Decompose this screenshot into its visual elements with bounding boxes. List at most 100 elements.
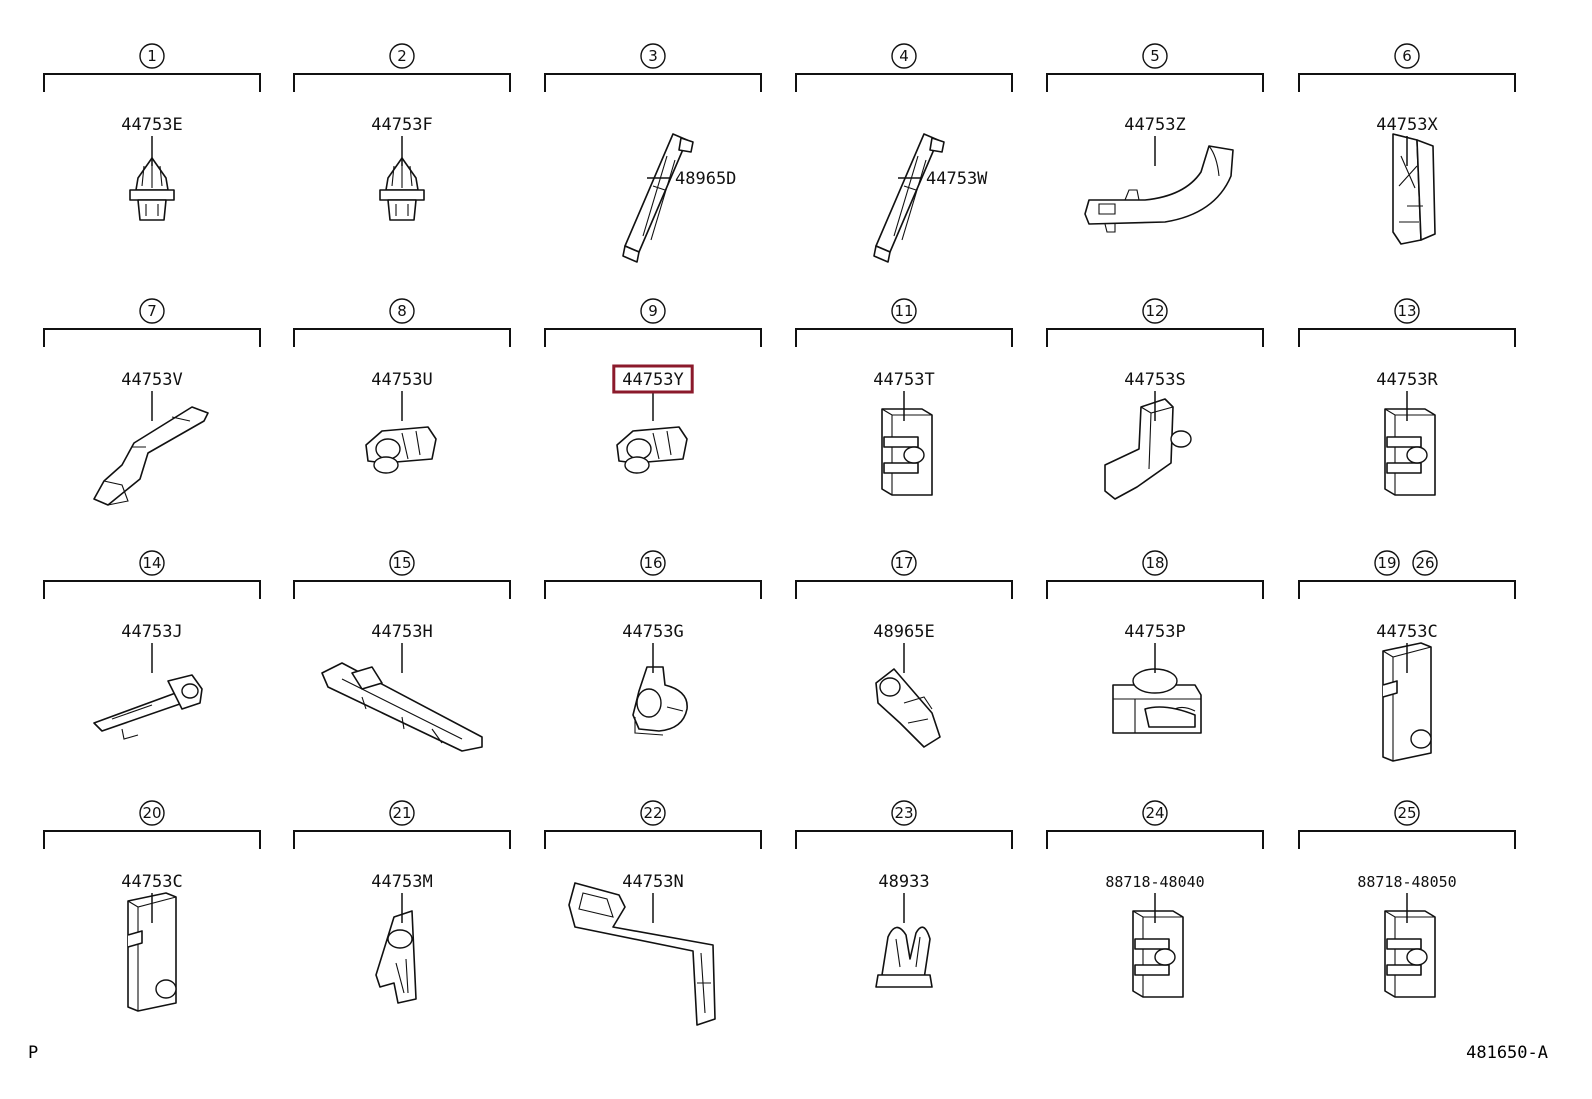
part-number-label[interactable]: 44753G	[622, 622, 683, 642]
callout-number: 23	[894, 804, 913, 822]
cell-5: 5 44753Z	[1046, 43, 1264, 233]
group-bracket	[795, 328, 1013, 347]
part-number-label[interactable]: 88718-48050	[1357, 873, 1456, 891]
callout-circle	[139, 800, 165, 826]
callout-circle	[1374, 550, 1400, 576]
callout-number: 22	[643, 804, 662, 822]
push-clip-icon	[379, 157, 425, 221]
group-bracket	[1046, 328, 1264, 347]
frame-bracket-icon	[568, 882, 716, 1026]
group-bracket	[43, 580, 261, 599]
callout-circle	[139, 43, 165, 69]
double-clip-icon	[616, 426, 688, 474]
callout-circle	[640, 550, 666, 576]
group-bracket	[293, 830, 511, 849]
group-bracket	[1046, 73, 1264, 92]
group-bracket	[43, 830, 261, 849]
part-number-label[interactable]: 48965D	[675, 169, 736, 189]
callout-circle	[1142, 800, 1168, 826]
callout-number: 8	[397, 302, 407, 320]
callout-circle	[389, 800, 415, 826]
callout-number: 18	[1145, 554, 1164, 572]
long-bracket-clamp-icon	[622, 133, 694, 263]
part-number-label[interactable]: 44753H	[371, 622, 432, 642]
part-number-label[interactable]: 48965E	[873, 622, 934, 642]
callout-number: 3	[648, 47, 658, 65]
part-number-label[interactable]: 44753S	[1124, 370, 1185, 390]
callout-circle	[640, 43, 666, 69]
callout-circle	[389, 43, 415, 69]
callout-number: 5	[1150, 47, 1160, 65]
hook-clamp-icon	[375, 910, 417, 1004]
callout-circle	[891, 298, 917, 324]
group-bracket	[293, 328, 511, 347]
group-bracket	[544, 830, 762, 849]
callout-number: 15	[392, 554, 411, 572]
selected-part-highlight	[612, 364, 694, 394]
callout-number: 11	[894, 302, 913, 320]
part-number-label[interactable]: 48933	[878, 872, 929, 892]
part-number-label[interactable]: 44753E	[121, 115, 182, 135]
part-number-label[interactable]: 44753C	[1376, 622, 1437, 642]
callout-number: 13	[1397, 302, 1416, 320]
part-number-label[interactable]: 44753F	[371, 115, 432, 135]
push-clip-icon	[129, 157, 175, 221]
block-clamp-icon	[1132, 910, 1184, 998]
part-number-label[interactable]: 44753J	[121, 622, 182, 642]
callout-circle	[389, 298, 415, 324]
callout-number: 2	[397, 47, 407, 65]
cylinder-clamp-icon	[1112, 668, 1202, 734]
part-number-label[interactable]: 44753C	[121, 872, 182, 892]
callout-circle	[1142, 43, 1168, 69]
callout-number: 6	[1402, 47, 1412, 65]
group-bracket	[43, 328, 261, 347]
callout-number: 19	[1377, 554, 1396, 572]
part-number-label[interactable]: 44753X	[1376, 115, 1438, 135]
cell-2: 2 44753F	[293, 43, 511, 221]
part-number-label[interactable]: 44753P	[1124, 622, 1185, 642]
callout-circle	[1394, 43, 1420, 69]
callout-circle	[389, 550, 415, 576]
part-number-label[interactable]: 44753T	[873, 370, 934, 390]
footer-left: P	[28, 1043, 38, 1063]
part-number-label[interactable]: 44753N	[622, 872, 683, 892]
group-bracket	[544, 328, 762, 347]
part-number-label[interactable]: 44753V	[121, 370, 182, 390]
group-bracket	[1046, 580, 1264, 599]
callout-number: 25	[1397, 804, 1416, 822]
group-bracket	[1298, 580, 1516, 599]
cell-3: 3 48965D	[544, 43, 762, 263]
double-clip-icon	[365, 426, 437, 474]
u-clip-icon	[875, 926, 933, 988]
part-number-label[interactable]: 44753W	[926, 169, 988, 189]
callout-circle	[891, 550, 917, 576]
callout-circle	[891, 800, 917, 826]
group-bracket	[795, 73, 1013, 92]
group-bracket	[544, 580, 762, 599]
part-number-label[interactable]: 44753U	[371, 370, 432, 390]
part-number-label[interactable]: 44753Z	[1124, 115, 1185, 135]
group-bracket	[795, 830, 1013, 849]
cell-15: 15 44753H	[293, 550, 511, 752]
part-number-label[interactable]: 88718-48040	[1105, 873, 1204, 891]
callout-number: 20	[142, 804, 161, 822]
post-clamp-icon	[1382, 642, 1432, 762]
block-clamp-icon	[1384, 408, 1436, 496]
callout-circle	[1142, 550, 1168, 576]
group-bracket	[1046, 830, 1264, 849]
part-number-label[interactable]: 44753R	[1376, 370, 1438, 390]
callout-number: 9	[648, 302, 658, 320]
tall-clamp-icon	[1392, 133, 1436, 245]
post-clamp-icon	[127, 892, 177, 1012]
long-flat-clamp-icon	[321, 662, 483, 752]
part-number-label[interactable]: 44753Y	[622, 370, 683, 390]
part-number-label[interactable]: 44753M	[371, 872, 432, 892]
callout-circle	[139, 298, 165, 324]
callout-circle	[1412, 550, 1438, 576]
